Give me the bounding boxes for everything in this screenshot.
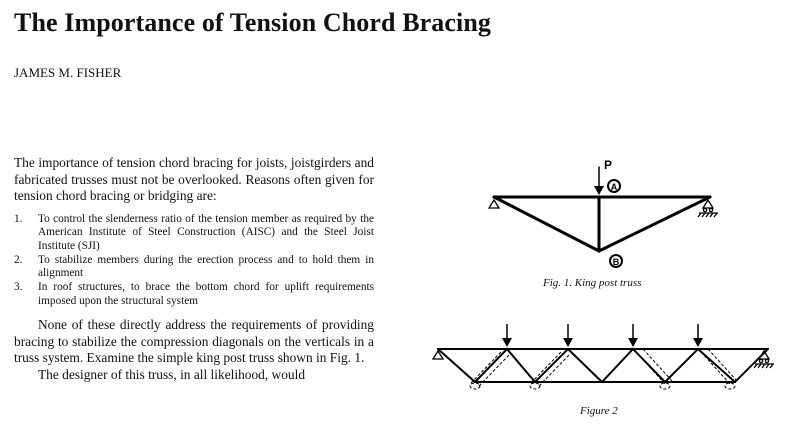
figure-1-king-post-truss: P A B [487, 158, 718, 268]
paper-title: The Importance of Tension Chord Bracing [14, 8, 492, 37]
figure-1-caption: Fig. 1. King post truss [543, 277, 642, 289]
load-arrow-head [693, 338, 703, 347]
intro-paragraph: The importance of tension chord bracing … [14, 155, 374, 203]
author-name: JAMES M. FISHER [14, 65, 122, 80]
list-item: 3. In roof structures, to brace the botto… [14, 281, 374, 308]
list-text: To stabilize members during the erection… [38, 253, 374, 280]
end-diagonal-right [734, 348, 769, 383]
list-number: 3. [14, 281, 23, 294]
reasons-list: 1. To control the slenderness ratio of th… [14, 213, 374, 309]
list-number: 2. [14, 253, 23, 266]
list-item: 1. To control the slenderness ratio of th… [14, 213, 374, 254]
list-number: 1. [14, 212, 23, 225]
left-diagonal [492, 195, 601, 253]
load-arrow-head [502, 338, 512, 347]
pin-support [487, 198, 501, 209]
pin-support [431, 349, 445, 360]
figure-2-caption: Figure 2 [580, 405, 618, 417]
point-b-label: B [613, 257, 620, 267]
web-diagonals [474, 347, 736, 384]
point-a-label: A [611, 182, 618, 192]
right-diagonal [597, 195, 712, 253]
buckled-diagonals-dashed [469, 348, 739, 390]
list-text: In roof structures, to brace the bottom … [38, 281, 374, 307]
roller-support [753, 349, 774, 369]
list-text: To control the slenderness ratio of the … [38, 212, 374, 252]
load-arrow-head [594, 186, 604, 195]
load-arrow-head [628, 338, 638, 347]
load-arrows [506, 324, 699, 340]
body-paragraph-continued: The designer of this truss, in all likel… [38, 366, 306, 382]
load-arrow-head [563, 338, 573, 347]
body-paragraph: None of these directly address the requi… [14, 317, 374, 366]
figure-2-truss [431, 324, 774, 390]
text-column: The importance of tension chord bracing … [14, 155, 374, 383]
point-b-marker [609, 254, 623, 268]
roller-support [697, 198, 718, 218]
list-item: 2. To stabilize members during the erecti… [14, 254, 374, 281]
load-label: P [604, 158, 612, 172]
end-diagonal-left [437, 348, 476, 383]
point-a-marker [607, 179, 621, 193]
